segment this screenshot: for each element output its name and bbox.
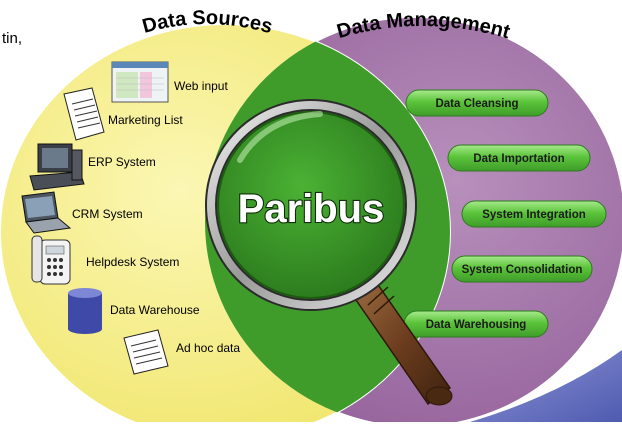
source-label: CRM System bbox=[72, 207, 143, 221]
source-label: Marketing List bbox=[108, 113, 183, 127]
accent-swoosh bbox=[470, 350, 622, 422]
pill-label: System Integration bbox=[482, 209, 586, 221]
management-pill-system-integration: System Integration bbox=[461, 200, 607, 228]
source-label: Web input bbox=[174, 79, 228, 93]
source-marketing-list: Marketing List bbox=[63, 87, 183, 141]
paribus-label: Paribus bbox=[238, 187, 385, 231]
corner-text-fragment: tin, bbox=[2, 30, 23, 47]
management-pill-data-importation: Data Importation bbox=[447, 144, 591, 172]
source-data-warehouse: Data Warehouse bbox=[68, 288, 200, 334]
management-pill-system-consolidation: System Consolidation bbox=[451, 255, 593, 283]
source-crm-system: CRM System bbox=[21, 191, 143, 234]
desktop-computer-icon bbox=[29, 143, 85, 191]
source-ad-hoc-data: Ad hoc data bbox=[123, 329, 240, 375]
pill-label: Data Importation bbox=[473, 153, 564, 165]
source-web-input: Web input bbox=[111, 61, 228, 103]
source-erp-system: ERP System bbox=[29, 143, 156, 191]
database-cylinder-icon bbox=[68, 288, 102, 334]
telephone-icon bbox=[31, 235, 71, 285]
source-label: Data Warehouse bbox=[110, 303, 200, 317]
source-helpdesk-system: Helpdesk System bbox=[31, 235, 179, 285]
source-label: Helpdesk System bbox=[86, 255, 179, 269]
management-pill-data-warehousing: Data Warehousing bbox=[403, 310, 549, 338]
magnifying-glass-icon bbox=[205, 99, 453, 406]
source-label: ERP System bbox=[88, 155, 156, 169]
source-label: Ad hoc data bbox=[176, 341, 240, 355]
document-icon bbox=[123, 329, 169, 375]
document-icon bbox=[63, 87, 105, 141]
laptop-icon bbox=[21, 191, 72, 234]
web-input-icon bbox=[111, 61, 169, 103]
pill-label: Data Warehousing bbox=[426, 319, 527, 331]
pill-label: System Consolidation bbox=[462, 264, 583, 276]
pill-label: Data Cleansing bbox=[435, 98, 518, 110]
management-pill-data-cleansing: Data Cleansing bbox=[405, 89, 549, 117]
